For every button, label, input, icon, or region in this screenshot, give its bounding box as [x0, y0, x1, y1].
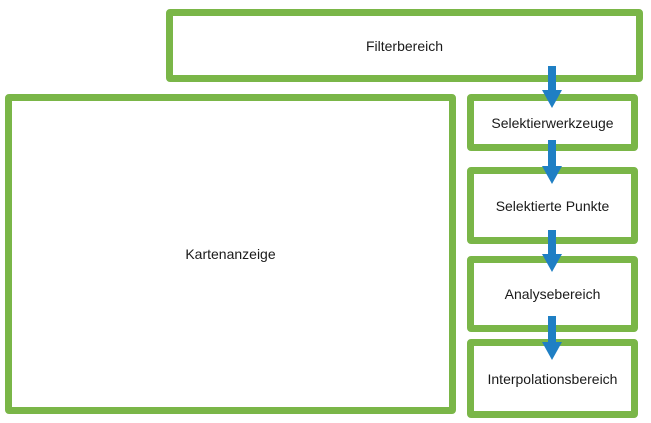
- interpolation-area-label: Interpolationsbereich: [487, 370, 618, 387]
- arrow-down-icon: [542, 230, 562, 272]
- filter-area-label: Filterbereich: [365, 37, 444, 54]
- map-display-label: Kartenanzeige: [185, 246, 276, 262]
- arrow-down-icon: [542, 66, 562, 108]
- arrow-down-icon: [542, 316, 562, 360]
- arrow-down-icon: [542, 140, 562, 184]
- selected-points-label: Selektierte Punkte: [495, 197, 610, 214]
- analysis-area-label: Analysebereich: [504, 286, 601, 302]
- filter-area-box: Filterbereich: [166, 9, 643, 82]
- selection-tools-label: Selektierwerkzeuge: [491, 114, 614, 131]
- map-display-box: Kartenanzeige: [5, 94, 456, 414]
